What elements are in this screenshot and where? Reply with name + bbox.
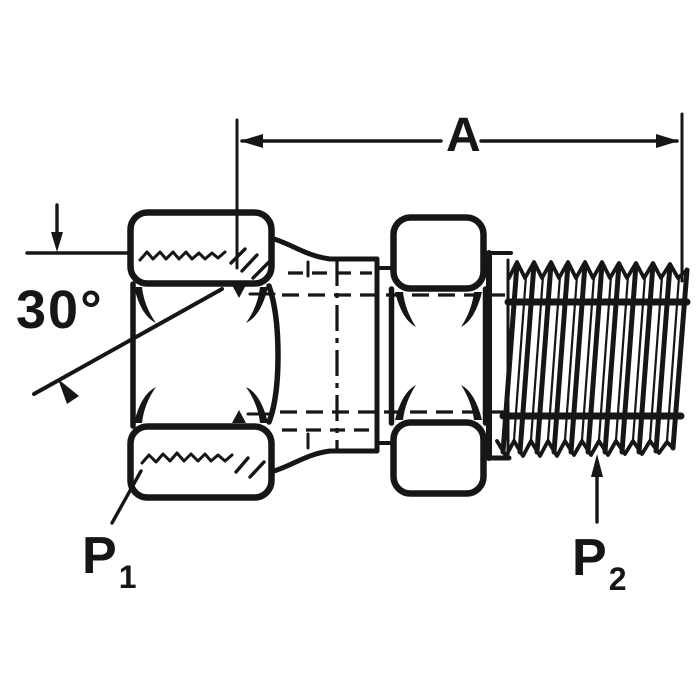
seat-notch-top [232, 285, 246, 298]
nut-corner-arc [134, 387, 156, 423]
port2-label: P2 [572, 529, 626, 595]
nut-corner-arc [246, 287, 268, 323]
nut-top-flat [127, 209, 275, 287]
angle-line [32, 287, 224, 396]
angle-30-label: 30° [16, 280, 104, 340]
depth-arrow-head [51, 232, 63, 252]
thread-flanks-heavy [500, 261, 690, 455]
p2-arrow-head [591, 454, 603, 477]
dimension-a-label: A [446, 109, 481, 162]
adapter-body [268, 235, 505, 475]
body-bottom-shoulder [268, 448, 380, 475]
nut-corner-arc [134, 287, 156, 323]
thread-flanks-light [512, 274, 681, 443]
p1-leader [110, 469, 143, 525]
p2-arrow [591, 454, 603, 524]
pipe-threads [495, 260, 691, 458]
nut-right-edge [266, 283, 281, 425]
port2-label-base: P [572, 529, 607, 587]
nut-knurl-marks-bottom [140, 451, 234, 465]
thread-crest-bottom [495, 439, 675, 458]
hex-corner-arc [395, 385, 416, 420]
hex-corner-arc [461, 292, 482, 327]
dimension-arrow-left [240, 134, 263, 148]
nut-bottom-flat [127, 423, 275, 501]
thread-crest-top [507, 260, 689, 280]
dimension-a [235, 112, 684, 283]
nut-knurl-marks-top [138, 250, 227, 262]
port1-label-base: P [82, 527, 117, 585]
depth-indicator [25, 203, 133, 255]
hex-body [388, 214, 489, 497]
hex-bottom-flat [390, 419, 487, 497]
hidden-thread-lines [282, 271, 372, 432]
angle-indicator [32, 287, 224, 404]
body-neck-lines [375, 266, 394, 445]
nut-knurl-slants-bottom [234, 456, 266, 479]
hex-side-edges [388, 286, 489, 426]
thread-collar [485, 250, 513, 461]
seat-hidden-segments [246, 292, 276, 416]
dimension-arrow-right [656, 134, 679, 148]
port2-label-subscript: 2 [608, 561, 627, 597]
nut-corner-arc [246, 387, 268, 423]
port1-label-subscript: 1 [118, 559, 137, 595]
hex-top-flat [390, 214, 487, 292]
port1-label: P1 [82, 527, 136, 593]
p1-leader-line [110, 469, 143, 525]
swivel-nut [127, 209, 281, 501]
angle-arrow-head [58, 379, 79, 404]
seat-notch-bottom [232, 410, 246, 423]
body-top-shoulder [268, 235, 380, 262]
hex-corner-arc [461, 385, 482, 420]
hex-corner-arc [395, 292, 416, 327]
